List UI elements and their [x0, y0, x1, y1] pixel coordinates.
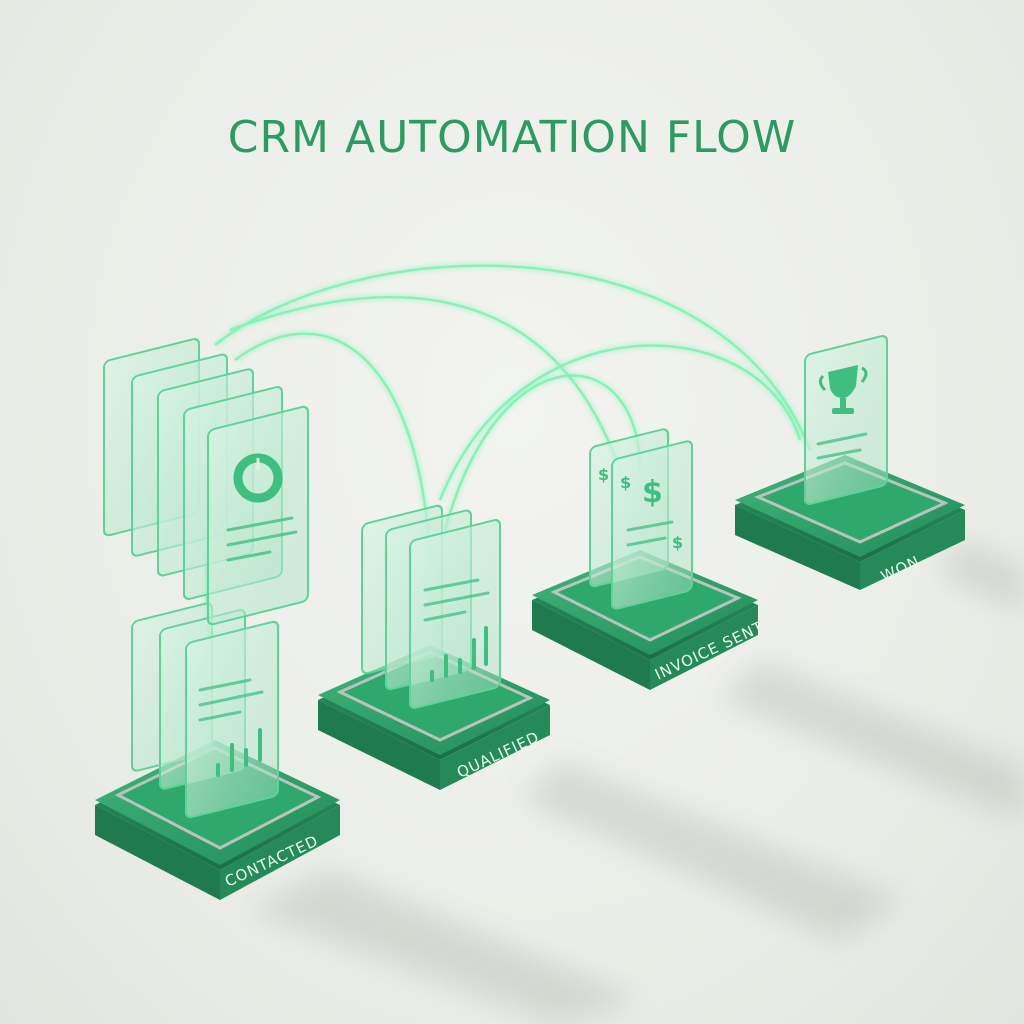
shadows	[250, 540, 1024, 1024]
svg-text:$: $	[598, 465, 609, 484]
connection-contacted-to-qualified	[234, 332, 432, 561]
svg-text:$: $	[672, 533, 683, 552]
stage-won: WON	[735, 335, 965, 590]
svg-text:$: $	[642, 475, 663, 510]
doc-stack-contacted-bottom	[131, 602, 279, 819]
doc-stack-invoice: $ $ $ $	[589, 428, 693, 610]
connection-contacted-to-invoice	[229, 295, 622, 471]
connection-contacted-to-won	[214, 264, 812, 451]
donut-chart-icon	[233, 453, 283, 503]
svg-text:$: $	[620, 473, 631, 492]
doc-card-won	[804, 335, 888, 505]
stage-contacted: CONTACTED	[95, 338, 340, 900]
connection-qualified-to-invoice	[443, 374, 642, 531]
diagram-title: CRM AUTOMATION FLOW	[227, 112, 797, 163]
doc-stack-contacted-top	[103, 338, 309, 626]
stage-invoice-sent: INVOICE SENT $ $ $ $	[532, 428, 767, 690]
connection-qualified-to-won	[438, 344, 802, 501]
dollar-icon: $ $ $ $	[598, 465, 683, 552]
bar-chart-icon	[216, 728, 262, 777]
stage-qualified: QUALIFIED	[318, 504, 550, 790]
doc-stack-qualified	[361, 504, 501, 709]
trophy-icon	[818, 365, 868, 414]
bar-chart-icon	[430, 626, 488, 682]
